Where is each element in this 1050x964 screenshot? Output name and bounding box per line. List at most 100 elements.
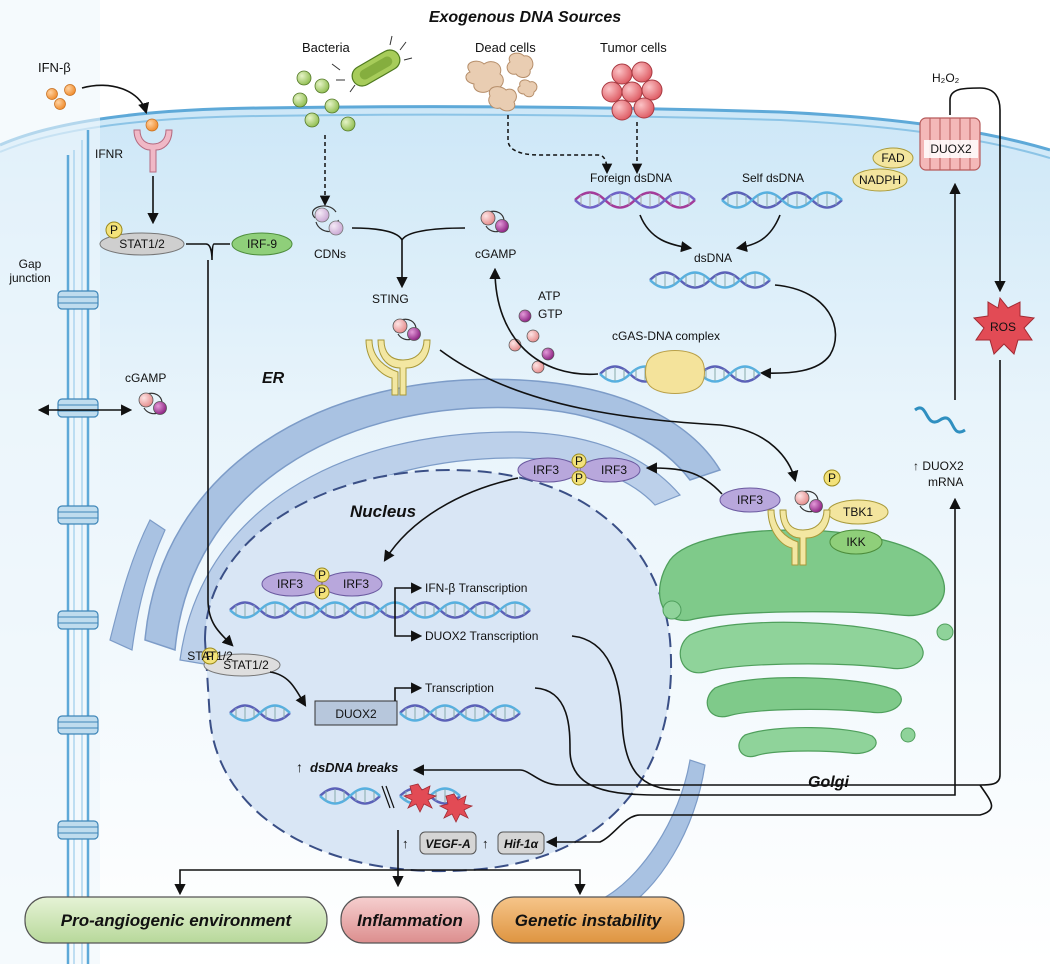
vegf-up-arrow: ↑ <box>402 836 409 851</box>
ifn-beta-source: IFN-β <box>38 60 150 115</box>
ros-to-dsdna-breaks-arrow <box>412 360 1001 786</box>
self-dsdna-label: Self dsDNA <box>742 171 804 185</box>
outcome-inflammation: Inflammation <box>340 896 480 944</box>
hif-label: Hif-1α <box>504 837 539 851</box>
ros-label: ROS <box>990 320 1016 334</box>
ifn-beta-molecule <box>54 98 66 110</box>
self-dsdna: Self dsDNA <box>720 171 844 209</box>
ifn-transcription-arrow <box>394 582 423 612</box>
dsdna-breaks-up: ↑ <box>296 759 303 775</box>
vegf-hif-group: ↑ VEGF-A ↑ Hif-1α <box>402 831 545 855</box>
transcription-to-mrna-arrow <box>534 497 961 796</box>
dsdna: dsDNA <box>648 251 772 289</box>
hif-up-arrow: ↑ <box>482 836 489 851</box>
nuc-stat-label: STAT1/2 <box>223 658 269 672</box>
duox2-transcription-arrow <box>394 612 423 642</box>
dsdna-label: dsDNA <box>694 251 732 265</box>
bacteria-label: Bacteria <box>302 40 350 55</box>
nuc-stat-phospho-p: P <box>206 649 214 663</box>
transcription-arrow <box>394 682 423 701</box>
gtp-molecule <box>518 309 532 323</box>
dsdna-breaks-label: dsDNA breaks <box>310 760 398 775</box>
ikk-label: IKK <box>846 535 865 549</box>
ifn-transcription-label: IFN-β Transcription <box>425 581 527 595</box>
dead-cells-source: Dead cells <box>465 40 613 175</box>
cgas-to-cgamp-arrow <box>489 267 599 376</box>
irf3-dimer-cytoplasm: IRF3 IRF3 P P <box>517 453 641 486</box>
cgamp-label: cGAMP <box>475 247 516 261</box>
nuclear-stat: STAT1/2 P STAT1/2 <box>187 647 281 677</box>
outcome-pro-angiogenic-label: Pro-angiogenic environment <box>61 911 293 930</box>
outcome-pro-angiogenic: Pro-angiogenic environment <box>24 896 328 944</box>
irf9-label: IRF-9 <box>247 237 277 251</box>
golgi-label: Golgi <box>808 774 849 791</box>
er-organelle: ER <box>109 370 722 916</box>
ros-to-hif-arrow <box>545 784 993 848</box>
ifn-beta-molecule <box>64 84 76 96</box>
cdns-label: CDNs <box>314 247 346 261</box>
nuc-phospho-p: P <box>318 568 326 582</box>
nuc-phospho-p: P <box>318 585 326 599</box>
irf3-phospho-p: P <box>575 471 583 485</box>
tumor-cells-source: Tumor cells <box>600 40 667 175</box>
bacteria-source: Bacteria <box>292 35 413 207</box>
nuc-irf3-right-label: IRF3 <box>343 577 369 591</box>
stat-label: STAT1/2 <box>119 237 165 251</box>
foreign-dsdna: Foreign dsDNA <box>573 171 697 209</box>
gap-cgamp-label: cGAMP <box>125 371 166 385</box>
outcome-genetic-instability: Genetic instability <box>491 896 685 944</box>
bacterial-molecule <box>292 92 308 108</box>
ros: ROS <box>972 296 1036 355</box>
duox2-mrna-line1: ↑ DUOX2 <box>913 459 964 473</box>
irf3-to-nucleus-arrow <box>383 477 519 562</box>
foreign-to-dsdna-arrow <box>639 214 693 253</box>
duox2-transcription-label: DUOX2 Transcription <box>425 629 538 643</box>
nadph-label: NADPH <box>859 173 901 187</box>
irf3-phospho-p: P <box>575 454 583 468</box>
gap-junction-membrane <box>57 130 99 964</box>
nucleus-label: Nucleus <box>350 502 416 521</box>
gtp-molecule <box>541 347 555 361</box>
tbk1-label: TBK1 <box>843 505 873 519</box>
bacterial-molecule <box>324 98 340 114</box>
ifn-beta-label: IFN-β <box>38 60 71 75</box>
stat-to-duox2-gene-arrow <box>269 671 307 707</box>
duox2-mrna-line2: mRNA <box>928 475 963 489</box>
diagram-title: Exogenous DNA Sources <box>429 9 621 26</box>
tbk1-phospho-p: P <box>828 471 836 485</box>
foreign-dsdna-label: Foreign dsDNA <box>590 171 672 185</box>
bacterial-molecule <box>296 70 312 86</box>
self-to-dsdna-arrow <box>735 214 781 252</box>
bacterial-molecule <box>340 116 356 132</box>
stat-irf9-group: P STAT1/2 IRF-9 <box>99 221 293 647</box>
sting-to-golgi-arrow <box>439 349 799 483</box>
sting-label: STING <box>372 292 409 306</box>
ifnr-receptor: IFNR <box>95 118 173 225</box>
tumor-cells-label: Tumor cells <box>600 40 667 55</box>
dsdna-to-cgas-arrow <box>759 284 837 379</box>
nuclear-irf3-dimer: IRF3 IRF3 P P <box>261 567 383 600</box>
transcription-label: Transcription <box>425 681 494 695</box>
duox2-label: DUOX2 <box>930 142 972 156</box>
ifn-beta-molecule <box>46 88 58 100</box>
outcome-branch-arrow <box>174 869 586 896</box>
phospho-p: P <box>110 223 118 237</box>
irf3-dimer-arrow <box>645 462 723 495</box>
nuc-irf3-left-label: IRF3 <box>277 577 303 591</box>
golgi-organelle: Golgi <box>658 529 954 791</box>
irf3-left-label: IRF3 <box>533 463 559 477</box>
dsdna-breaks: ↑ dsDNA breaks <box>296 759 474 823</box>
irf3-golgi-label: IRF3 <box>737 493 763 507</box>
ifnr-label: IFNR <box>95 147 123 161</box>
fad-label: FAD <box>881 151 905 165</box>
cdns-molecule: CDNs <box>312 205 346 261</box>
sting-receptor: STING <box>365 292 431 396</box>
h2o2-label: H₂O₂ <box>932 71 960 85</box>
outcome-genetic-instability-label: Genetic instability <box>515 911 663 930</box>
irf3-right-label: IRF3 <box>601 463 627 477</box>
vegf-label: VEGF-A <box>425 837 470 851</box>
atp-molecule <box>526 329 540 343</box>
duox2-transcription-line <box>571 635 681 791</box>
